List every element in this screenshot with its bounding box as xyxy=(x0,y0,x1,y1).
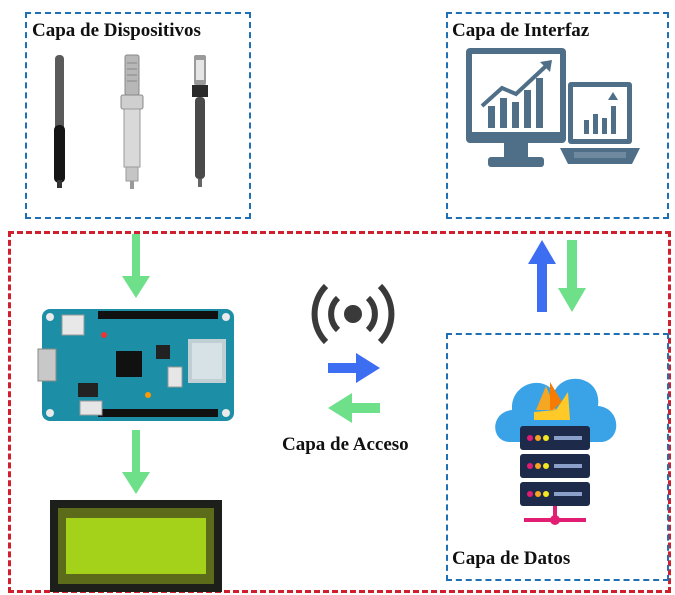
humidity-sensor-icon xyxy=(120,54,144,189)
sensor-probe-icon xyxy=(54,55,65,188)
interface-layer-label: Capa de Interfaz xyxy=(452,20,590,41)
wireless-signal-icon xyxy=(311,283,395,345)
arrow-up-blue xyxy=(528,240,556,312)
interface-layer-box xyxy=(446,12,669,219)
laptop-chart-icon xyxy=(560,82,640,164)
arrow-down-green xyxy=(558,240,586,312)
ph-probe-icon xyxy=(192,55,208,187)
monitor-chart-icon xyxy=(466,48,566,167)
arrow-left-green xyxy=(328,393,380,423)
devices-layer-box xyxy=(25,12,251,219)
data-layer-box xyxy=(446,333,669,581)
data-layer-label: Capa de Datos xyxy=(452,548,571,569)
devices-layer-label: Capa de Dispositivos xyxy=(32,20,201,41)
access-layer-label: Capa de Acceso xyxy=(282,434,409,455)
microcontroller-board-icon xyxy=(37,309,234,421)
arrow-down-board-to-lcd xyxy=(122,430,150,494)
access-layer-boundary xyxy=(8,231,671,593)
cloud-server-icon xyxy=(495,378,617,525)
lcd-display-icon xyxy=(50,500,222,592)
arrow-down-devices-to-board xyxy=(122,234,150,298)
arrow-right-blue xyxy=(328,353,380,383)
